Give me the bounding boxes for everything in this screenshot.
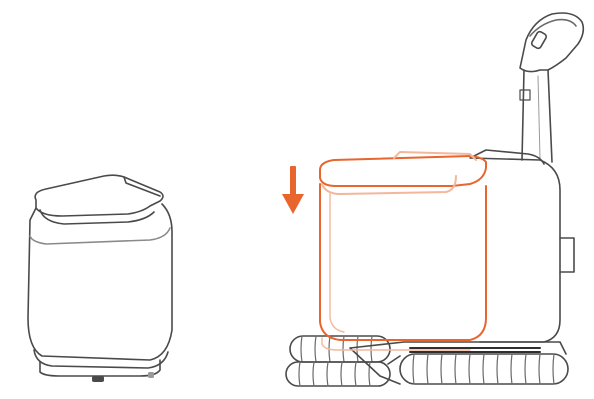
- handle-pole-shadow: [538, 76, 540, 158]
- base-housing: [470, 158, 560, 342]
- handle-pole: [522, 70, 552, 162]
- brush-roller-rear: [400, 354, 568, 384]
- tank-base: [34, 350, 168, 368]
- tank-body: [28, 204, 172, 360]
- tank-foot-right: [148, 372, 154, 378]
- detached-tank: [28, 175, 172, 382]
- inserted-tank: [320, 152, 486, 350]
- arrow-down-icon: [282, 166, 304, 214]
- brush-roller-front: [286, 336, 390, 386]
- side-connector: [560, 238, 574, 272]
- inserted-tank-lid: [320, 156, 486, 186]
- inserted-tank-body: [320, 184, 486, 340]
- base-housing-top: [474, 150, 544, 164]
- tank-lid: [35, 175, 163, 216]
- handle-pole-joint: [520, 90, 530, 100]
- tank-body-band: [30, 228, 170, 244]
- inserted-tank-body-edge: [330, 194, 344, 332]
- tank-foot-left: [92, 376, 104, 382]
